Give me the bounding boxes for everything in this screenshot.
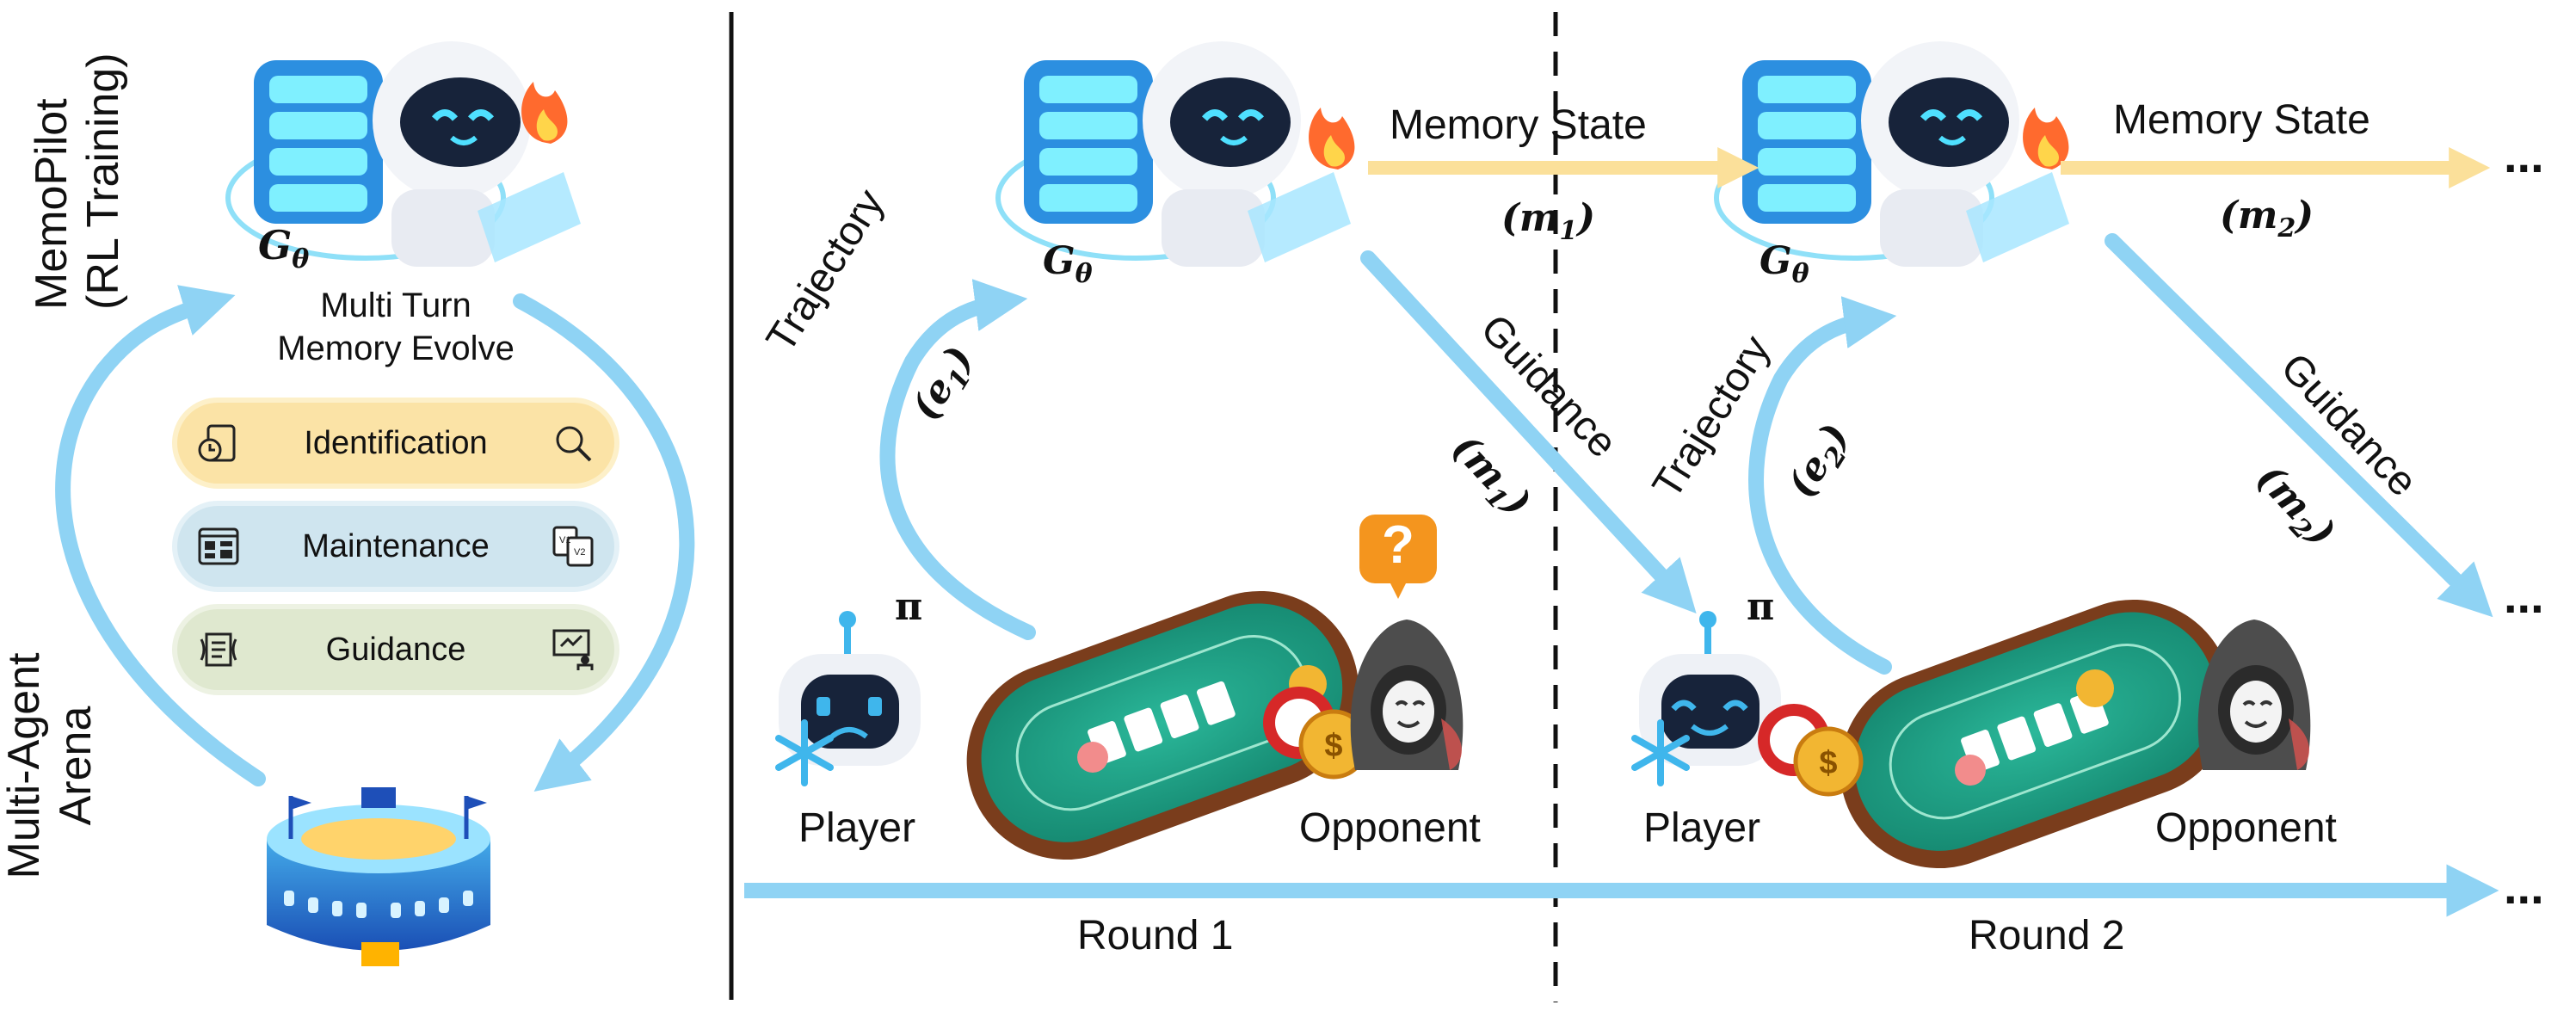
continuation-round: ... [2504, 860, 2544, 914]
poker-chips-round2-icon: $ [1758, 704, 1864, 797]
player-label-round1: Player [798, 805, 916, 851]
question-bubble-icon [1359, 515, 1437, 599]
continuation-guidance: ... [2504, 569, 2544, 623]
pill-guidance-label: Guidance [325, 631, 466, 668]
top-side-label-line2: (RL Training) [78, 52, 128, 310]
svg-text:V2: V2 [574, 547, 585, 558]
loop-arrow-down [513, 293, 695, 792]
snowflake-icon [775, 719, 834, 786]
bottom-side-label-line1: Multi-Agent [0, 652, 49, 879]
trajectory-arrow-1 [879, 279, 1036, 640]
magnifier-icon [556, 426, 592, 462]
memory-state-label-round2: Memory State [2113, 97, 2370, 143]
pill-identification-label: Identification [304, 424, 488, 461]
policy-label-round1: π [895, 585, 923, 629]
pill-identification: Identification [172, 398, 619, 489]
bottom-side-label: Multi-Agent Arena [0, 637, 102, 895]
opponent-hooded-icon [1350, 620, 1464, 770]
caption-line1: Multi Turn [320, 287, 471, 324]
model-label-round2: Gθ [1759, 239, 1809, 289]
memopilot-robot-round2-icon [1714, 41, 2069, 267]
poker-table-round1-icon [966, 590, 1359, 860]
round-label-2: Round 2 [1969, 913, 2125, 959]
memory-var-round2: (m2) [2220, 194, 2314, 244]
loop-arrow-up [55, 285, 266, 786]
player-robot-happy-icon [1639, 611, 1781, 766]
guidance-arrow-1 [1360, 250, 1697, 613]
teacher-board-icon [552, 629, 594, 670]
memory-var-round1: (m1) [1501, 196, 1596, 246]
svg-text:$: $ [1324, 728, 1342, 764]
poker-chips-icon: $ [1263, 687, 1369, 780]
svg-text:$: $ [1819, 745, 1837, 781]
guidance-arrow-2 [2105, 233, 2493, 618]
fire-round2-icon [2023, 108, 2069, 170]
scroll-icon [200, 632, 237, 667]
player-robot-sad-icon [779, 611, 921, 766]
dashboard-icon [198, 527, 239, 565]
opponent-label-round1: Opponent [1299, 805, 1481, 851]
snowflake-round2-icon [1631, 719, 1690, 786]
bottom-side-label-line2: Arena [51, 706, 101, 826]
top-side-label-line1: MemoPilot [27, 98, 77, 310]
policy-label-round2: π [1747, 585, 1775, 629]
opponent-hooded-round2-icon [2197, 620, 2311, 770]
trajectory-arrow-2 [1748, 296, 1897, 675]
poker-table-round2-icon [1840, 599, 2233, 869]
pill-maintenance-label: Maintenance [302, 527, 490, 564]
memory-state-label-round1: Memory State [1390, 102, 1647, 148]
memopilot-robot-round1-icon [995, 41, 1351, 267]
clock-doc-icon [198, 424, 236, 462]
opponent-label-round2: Opponent [2155, 805, 2337, 851]
player-label-round2: Player [1643, 805, 1761, 851]
memopilot-robot-icon [225, 41, 581, 267]
pill-guidance: Guidance [172, 604, 619, 695]
left-caption: Multi Turn Memory Evolve [224, 284, 568, 370]
question-mark: ? [1382, 515, 1414, 575]
top-side-label: MemoPilot (RL Training) [26, 52, 129, 310]
model-label-left: Gθ [258, 222, 310, 275]
stadium-icon [267, 787, 490, 966]
svg-text:V1: V1 [559, 535, 570, 546]
round-label-1: Round 1 [1077, 913, 1234, 959]
caption-line2: Memory Evolve [277, 330, 515, 367]
continuation-memory: ... [2504, 128, 2544, 182]
fire-round1-icon [1309, 108, 1355, 170]
model-label-round1: Gθ [1043, 239, 1093, 289]
fire-icon [521, 82, 568, 144]
